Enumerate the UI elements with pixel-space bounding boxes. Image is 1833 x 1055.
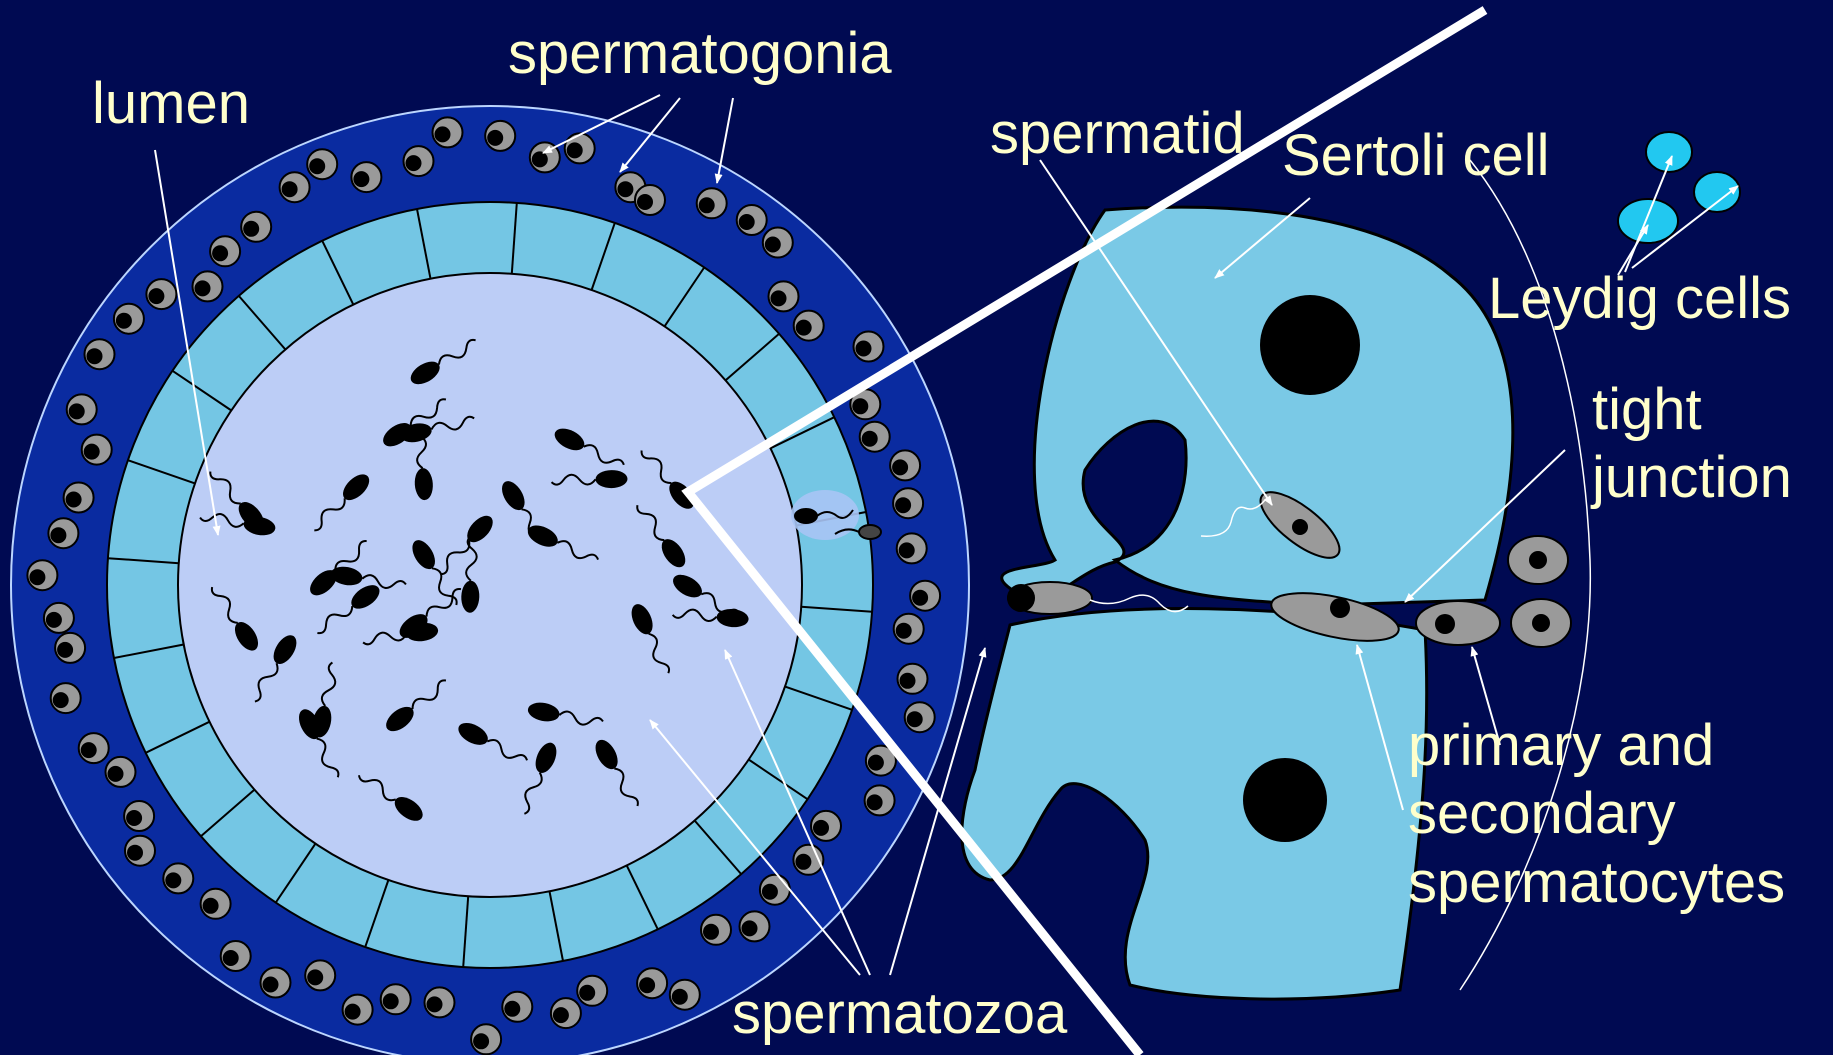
sertoli-cell-lower <box>962 609 1427 999</box>
spermatogonium <box>740 911 770 941</box>
spermatogonium <box>146 279 176 309</box>
spermatogonium <box>307 149 337 179</box>
spermatogonium <box>894 614 924 644</box>
label-sertoli-cell: Sertoli cell <box>1282 122 1550 190</box>
basal-round-cells <box>1508 536 1571 647</box>
leydig-cells <box>1618 132 1740 243</box>
lumen-area <box>178 273 802 897</box>
spermatogonium <box>343 995 373 1025</box>
spermatogonium <box>577 976 607 1006</box>
sertoli-nucleus-lower <box>1243 758 1327 842</box>
spermatogonium <box>433 117 463 147</box>
spermatogonium <box>351 162 381 192</box>
label-spermatogonia: spermatogonia <box>508 20 892 88</box>
sertoli-cell-upper <box>1002 207 1513 605</box>
spermatogonium <box>425 987 455 1017</box>
spermatogonium <box>890 450 920 480</box>
spermatogonium <box>854 332 884 362</box>
spermatogonium <box>124 801 154 831</box>
spermatogonium <box>64 483 94 513</box>
spermatogonium <box>794 311 824 341</box>
label-leydig-cells: Leydig cells <box>1488 265 1791 333</box>
spermatogonium <box>381 984 411 1014</box>
spermatogonium <box>897 533 927 563</box>
spermatogonium <box>910 581 940 611</box>
label-spermatocytes-line1: primary and <box>1408 712 1785 780</box>
spermatogonium <box>44 603 74 633</box>
spermatogonium <box>163 863 193 893</box>
spermatogonium <box>769 281 799 311</box>
label-spermatocytes: primary and secondary spermatocytes <box>1408 712 1785 917</box>
spermatogonium <box>697 188 727 218</box>
spermatogonium <box>565 133 595 163</box>
spermatogonium <box>193 271 223 301</box>
spermatogonium <box>48 518 78 548</box>
spermatogonium <box>79 733 109 763</box>
spermatogonium <box>404 146 434 176</box>
spermatogonium <box>210 236 240 266</box>
label-spermatocytes-line3: spermatocytes <box>1408 849 1785 917</box>
spermatogonium <box>701 915 731 945</box>
spermatogonium <box>114 304 144 334</box>
spermatogonium <box>261 968 291 998</box>
spermatogonium <box>737 205 767 235</box>
label-tight-junction-line2: junction <box>1592 444 1792 512</box>
spermatogonium <box>67 394 97 424</box>
spermatogonium <box>811 811 841 841</box>
label-spermatozoa: spermatozoa <box>732 980 1067 1048</box>
spermatogonium <box>898 664 928 694</box>
spermatogonium <box>551 998 581 1028</box>
spermatogonium <box>241 212 271 242</box>
label-spermatocytes-line2: secondary <box>1408 780 1785 848</box>
spermatogonium <box>55 633 85 663</box>
spermatogonium <box>280 172 310 202</box>
spermatogonium <box>125 836 155 866</box>
spermatogonium <box>893 488 923 518</box>
spermatogonium <box>471 1024 501 1054</box>
spermatogonium <box>635 185 665 215</box>
spermatogonium <box>305 960 335 990</box>
sertoli-nucleus-upper <box>1260 295 1360 395</box>
spermatogonium <box>82 435 112 465</box>
spermatogonium <box>763 228 793 258</box>
spermatogonium <box>637 968 667 998</box>
spermatogonium <box>221 941 251 971</box>
label-tight-junction-line1: tight <box>1592 376 1792 444</box>
spermatogonium <box>860 422 890 452</box>
spermatogonium <box>502 992 532 1022</box>
tubule-cross-section <box>11 106 969 1055</box>
spermatogonium <box>51 683 81 713</box>
spermatogonium <box>106 757 136 787</box>
spermatogonium <box>485 121 515 151</box>
spermatogonium <box>201 889 231 919</box>
spermatogonium <box>85 339 115 369</box>
label-spermatid: spermatid <box>990 100 1245 168</box>
label-tight-junction: tight junction <box>1592 376 1792 513</box>
spermatogonium <box>905 702 935 732</box>
spermatogonium <box>670 980 700 1010</box>
spermatogonium <box>865 785 895 815</box>
spermatogonium <box>760 875 790 905</box>
label-lumen: lumen <box>92 70 250 138</box>
spermatogonium <box>27 560 57 590</box>
